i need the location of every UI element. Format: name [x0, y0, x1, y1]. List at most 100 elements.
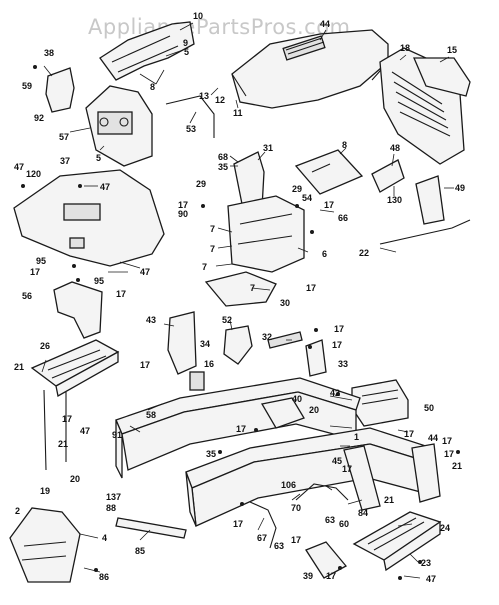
- callout-label: 17: [306, 283, 316, 293]
- callout-label: 1: [354, 432, 359, 442]
- callout-label: 29: [292, 184, 302, 194]
- callout-label: 84: [358, 508, 368, 518]
- callout-label: 17: [236, 424, 246, 434]
- callout-label: 34: [200, 339, 210, 349]
- callout-label: 7: [250, 283, 255, 293]
- callout-label: 17: [30, 267, 40, 277]
- callout-label: 40: [292, 394, 302, 404]
- callout-label: 20: [70, 474, 80, 484]
- callout-label: 10: [193, 11, 203, 21]
- callout-label: 17: [342, 464, 352, 474]
- callout-label: 37: [60, 156, 70, 166]
- callout-label: 17: [332, 340, 342, 350]
- callout-label: 47: [100, 182, 110, 192]
- callout-label: 38: [44, 48, 54, 58]
- callout-label: 9: [183, 38, 188, 48]
- callout-label: 45: [332, 456, 342, 466]
- callout-label: 17: [326, 571, 336, 581]
- callout-label: 17: [442, 436, 452, 446]
- bracket-84: [343, 445, 381, 511]
- callout-label: 60: [339, 519, 349, 529]
- callout-label: 59: [22, 81, 32, 91]
- callout-label: 23: [421, 558, 431, 568]
- callout-label: 53: [186, 124, 196, 134]
- callout-label: 52: [222, 315, 232, 325]
- callout-label: 15: [447, 45, 457, 55]
- callout-labels: 10 9 8 44 18 15 38 59 92 57 5 13 12 11 5…: [14, 11, 465, 584]
- callout-label: 44: [428, 433, 438, 443]
- callout-label: 47: [140, 267, 150, 277]
- callout-label: 68: [218, 152, 228, 162]
- bracket-56: [53, 281, 103, 339]
- callout-label: 47: [426, 574, 436, 584]
- callout-label: 17: [178, 200, 188, 210]
- callout-label: 8: [342, 140, 347, 150]
- callout-label: 63: [325, 515, 335, 525]
- callout-label: 19: [40, 486, 50, 496]
- callout-label: 21: [58, 439, 68, 449]
- callout-label: 17: [233, 519, 243, 529]
- rod-19-20: [43, 389, 67, 471]
- hood-vent-grille: [282, 35, 326, 61]
- callout-label: 33: [338, 359, 348, 369]
- callout-label: 92: [34, 113, 44, 123]
- callout-label: 17: [291, 535, 301, 545]
- callout-label: 47: [14, 162, 24, 172]
- hood-pivot-rod: [165, 95, 215, 138]
- callout-label: 17: [140, 360, 150, 370]
- plate-44: [411, 443, 441, 503]
- callout-label: 18: [400, 43, 410, 53]
- callout-label: 13: [199, 91, 209, 101]
- bracket-43: [167, 311, 197, 375]
- callout-label: 91: [112, 430, 122, 440]
- strip-22: [379, 219, 471, 245]
- bracket-39: [305, 541, 348, 579]
- callout-label: 85: [135, 546, 145, 556]
- callout-label: 95: [94, 276, 104, 286]
- bracket-52: [223, 325, 253, 365]
- callout-label: 95: [36, 256, 46, 266]
- bracket-40: [260, 397, 305, 429]
- plate-8: [294, 149, 364, 195]
- callout-label: 21: [384, 495, 394, 505]
- callout-label: 137: [106, 492, 121, 502]
- callout-label: 63: [274, 541, 284, 551]
- bracket-49: [415, 175, 445, 225]
- callout-label: 70: [291, 503, 301, 513]
- rod-85: [115, 517, 187, 539]
- callout-label: 20: [309, 405, 319, 415]
- callout-label: 5: [96, 153, 101, 163]
- bracket-92: [45, 67, 75, 113]
- bracket-2: [9, 507, 81, 583]
- callout-label: 44: [320, 19, 330, 29]
- callout-label: 24: [440, 523, 450, 533]
- watermark-text: AppliancePartsPros.com: [88, 15, 351, 39]
- callout-label: 17: [116, 289, 126, 299]
- callout-label: 42: [330, 388, 340, 398]
- callout-label: 12: [215, 95, 225, 105]
- callout-label: 58: [146, 410, 156, 420]
- footrest-left: [30, 339, 120, 398]
- footrest-right: [352, 511, 442, 572]
- fastener-dots: [21, 65, 460, 580]
- bracket-33: [305, 339, 327, 377]
- callout-label: 32: [262, 332, 272, 342]
- callout-label: 67: [257, 533, 267, 543]
- firewall: [204, 195, 305, 307]
- callout-label: 16: [204, 359, 214, 369]
- callout-label: 56: [22, 291, 32, 301]
- callout-label: 7: [202, 262, 207, 272]
- linkage-70: [295, 483, 349, 501]
- frame-rail-right: [185, 427, 433, 527]
- callout-label: 7: [210, 244, 215, 254]
- callout-label: 17: [404, 429, 414, 439]
- callout-label: 2: [15, 506, 20, 516]
- callout-label: 130: [387, 195, 402, 205]
- callout-label: 57: [59, 132, 69, 142]
- callout-label: 17: [62, 414, 72, 424]
- callout-label: 22: [359, 248, 369, 258]
- callout-label: 17: [324, 200, 334, 210]
- front-bracket-50: [351, 379, 409, 427]
- callout-label: 54: [302, 193, 312, 203]
